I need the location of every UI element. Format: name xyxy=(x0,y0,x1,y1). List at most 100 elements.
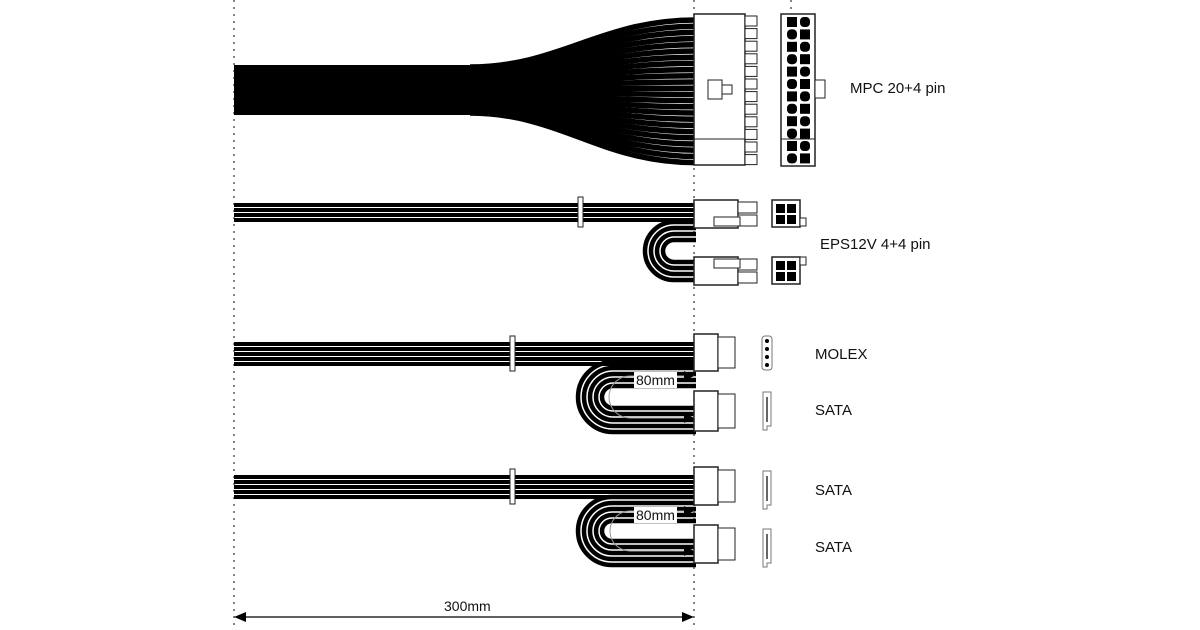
atx-pin xyxy=(744,128,758,140)
sata-cable-wire xyxy=(234,480,696,484)
eps-connector-b-pin xyxy=(737,271,758,284)
atx-face-pin xyxy=(800,29,810,40)
molex-sata-cable-wire xyxy=(234,357,696,361)
molex-sata-cable-loop-wire xyxy=(581,365,696,429)
molex-face-pin xyxy=(765,355,769,359)
eps-connector-b-latch xyxy=(713,258,741,269)
sata-cable-wire xyxy=(234,475,696,479)
eps-loop-wire xyxy=(654,231,696,271)
eps-loop-wire xyxy=(642,219,696,283)
eps-face-b-pin xyxy=(787,261,796,270)
sata-cable-arrow xyxy=(684,506,694,516)
atx-face-pin xyxy=(787,103,797,114)
molex-sata-cable-wire xyxy=(234,352,696,356)
length-arrow-right xyxy=(682,612,694,622)
eps-face-b-pin xyxy=(776,261,785,270)
atx-face-pin xyxy=(800,153,810,164)
sata-cable-dimension-arc xyxy=(609,510,694,552)
molex-sata-cable-wire xyxy=(234,342,696,346)
sata-connector-1-tip xyxy=(717,393,736,429)
atx-face-pin xyxy=(787,91,797,102)
atx-face-pin xyxy=(787,128,797,139)
atx-pin xyxy=(744,91,758,103)
atx-pin xyxy=(744,141,758,153)
atx-pin xyxy=(744,116,758,128)
atx-pin xyxy=(744,28,758,40)
sata-cable-loop-wire xyxy=(581,500,696,562)
atx-pin xyxy=(744,103,758,115)
molex-sata-cable-loop-wire xyxy=(575,359,696,435)
molex-face-pin xyxy=(765,347,769,351)
label-sata-2: SATA xyxy=(815,482,852,499)
molex-sata-cable-loop-wire xyxy=(599,383,696,411)
eps-loop-wire xyxy=(648,225,696,277)
atx-face-pin xyxy=(800,116,810,127)
molex-sata-cable-arrow xyxy=(684,371,694,381)
molex-face-view xyxy=(761,335,773,371)
atx-face-pin xyxy=(787,17,797,27)
atx-face-pin xyxy=(787,41,797,52)
eps-loop-wire xyxy=(660,237,696,265)
eps-face-b-pin xyxy=(776,272,785,281)
sata-cable-loop-wire xyxy=(593,512,696,550)
eps-face-a-pin xyxy=(787,204,796,213)
eps-connector-a-pin xyxy=(737,201,758,214)
dimension-80mm-2: 80mm xyxy=(634,507,677,523)
label-sata-1: SATA xyxy=(815,402,852,419)
molex-connector-tip xyxy=(717,336,736,369)
label-atx: MPC 20+4 pin xyxy=(850,80,946,97)
eps-connector-a-latch xyxy=(713,216,741,227)
sata-connector-2-body xyxy=(693,466,719,506)
atx-latch xyxy=(707,79,723,100)
molex-face-pin xyxy=(765,363,769,367)
eps-face-key xyxy=(799,256,807,266)
atx-face-pin xyxy=(800,141,810,151)
dimension-300mm: 300mm xyxy=(444,598,491,614)
atx-face-pin xyxy=(800,128,810,139)
eps-face-a-pin xyxy=(776,204,785,213)
molex-face-pin xyxy=(765,339,769,343)
eps-wire xyxy=(234,203,696,207)
eps-wire xyxy=(234,213,696,217)
length-arrow-left xyxy=(234,612,246,622)
atx-cable-bundle xyxy=(234,65,484,115)
atx-face-pin xyxy=(787,66,797,77)
eps-wire xyxy=(234,218,696,222)
eps-face-key xyxy=(799,217,807,227)
atx-connector-body xyxy=(693,13,746,166)
atx-face-pin xyxy=(800,103,810,114)
atx-face-pin xyxy=(787,79,797,89)
eps-face-b-pin xyxy=(787,272,796,281)
eps-wire xyxy=(234,208,696,212)
eps-face-a-pin xyxy=(776,215,785,224)
molex-sata-cable-dimension-arc xyxy=(608,375,694,419)
eps-connector-b-pin xyxy=(737,258,758,271)
sata-cable-cable-tie xyxy=(509,468,516,505)
atx-wire xyxy=(469,110,697,166)
sata-connector-3-body xyxy=(693,524,719,564)
atx-face-pin xyxy=(787,141,797,151)
molex-sata-cable-loop-wire xyxy=(587,371,696,423)
atx-pin xyxy=(744,40,758,52)
atx-face-pin xyxy=(787,116,797,127)
label-molex: MOLEX xyxy=(815,346,868,363)
atx-face-pin xyxy=(787,54,797,65)
molex-sata-cable-loop-wire xyxy=(593,377,696,417)
atx-face-pin xyxy=(800,66,810,77)
atx-face-pin xyxy=(787,29,797,40)
atx-face-pin xyxy=(800,91,810,102)
atx-face-pin xyxy=(787,153,797,164)
molex-sata-cable-arrow xyxy=(684,413,694,423)
atx-face-pin xyxy=(800,41,810,52)
sata-cable-wire xyxy=(234,495,696,499)
sata-connector-1-body xyxy=(693,390,719,432)
molex-sata-cable-wire xyxy=(234,362,696,366)
eps-cable-tie xyxy=(577,196,584,228)
sata-cable-wire xyxy=(234,485,696,489)
eps-connector-a-pin xyxy=(737,214,758,227)
atx-face-pin xyxy=(800,54,810,65)
atx-pin xyxy=(744,53,758,65)
sata-cable-arrow xyxy=(684,546,694,556)
atx-pin xyxy=(744,154,758,166)
